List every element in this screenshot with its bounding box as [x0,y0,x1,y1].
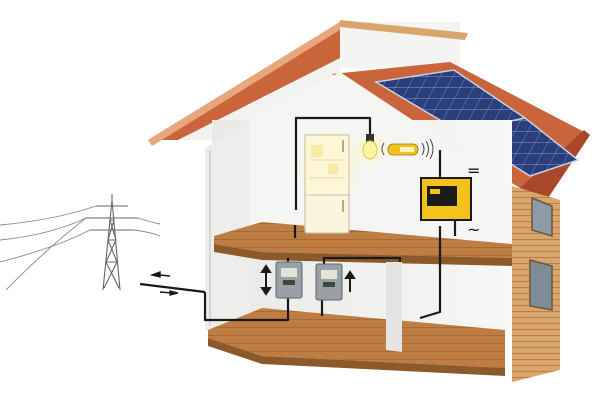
upper-floor [214,222,512,258]
arrow-icon [159,290,179,296]
lower-window [529,259,553,311]
left-roof-edge [148,22,343,146]
grid-cable [139,282,206,294]
upper-window [531,196,553,238]
roof-ridge [340,20,468,40]
dc-symbol: = [467,161,480,180]
refrigerator-icon [298,128,362,234]
power-lines [0,205,161,291]
light-bulb-icon [352,132,388,168]
arrow-icon [344,270,356,292]
left-wall [205,120,250,340]
power-pylon-icon [86,194,138,291]
lower-floor-edge [208,338,505,376]
arrow-icon [260,264,272,296]
electric-meter-icon [275,261,303,299]
inverter-icon [420,177,472,221]
lower-floor [208,308,505,368]
electric-meter-icon [315,263,343,301]
arrow-icon [149,270,171,278]
ac-symbol: ~ [467,220,480,239]
partition-wall [386,262,402,352]
wifi-signal-icon [381,138,434,160]
